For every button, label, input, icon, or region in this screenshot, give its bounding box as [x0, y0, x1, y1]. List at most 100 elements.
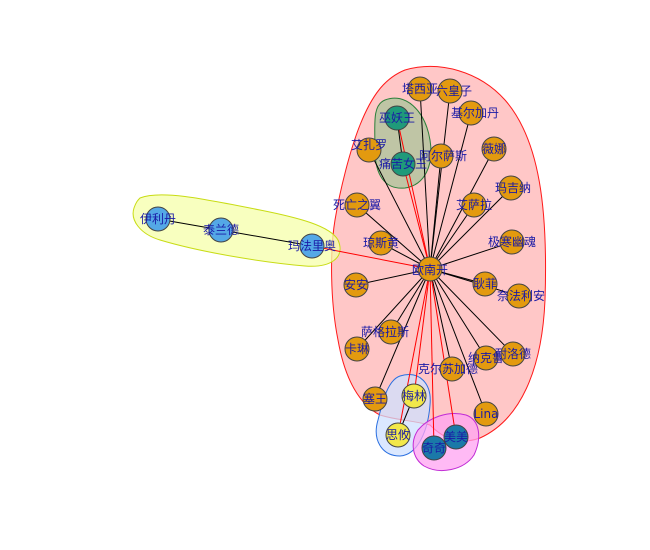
node-circle [473, 401, 499, 427]
edge-hub-n5 [429, 155, 442, 270]
node-label: 痛苦女王 [379, 156, 427, 171]
node-label: 奇奇 [422, 441, 446, 455]
node-circle [473, 345, 499, 371]
node-n8: 死亡之翼 [333, 192, 381, 218]
node-label: 耿菲 [473, 277, 497, 291]
node-label: 纳克鲁 [468, 351, 504, 365]
node-label: 安安 [344, 277, 368, 292]
edge-hub-n6 [429, 148, 495, 270]
node-n17: 克尔苏加德 [418, 356, 478, 382]
node-circle [498, 175, 524, 201]
node-label: 思攸 [386, 427, 410, 442]
node-g1: 巫妖王 [379, 105, 415, 131]
node-label: 美美 [444, 430, 468, 444]
node-y3: 玛法里奥 [288, 233, 336, 259]
node-b2: 思攸 [385, 422, 411, 448]
node-label: 艾萨拉 [456, 197, 492, 212]
node-label: 克尔苏加德 [418, 361, 478, 376]
node-circle [439, 356, 465, 382]
node-circle [500, 341, 526, 367]
node-circle [343, 272, 369, 298]
node-label: 耐洛德 [495, 346, 531, 361]
node-y2: 泰兰德 [203, 217, 239, 243]
node-n3: 基尔加丹 [451, 100, 499, 126]
node-n14: 奈法利安 [497, 283, 545, 309]
node-n5: 阿尔萨斯 [419, 143, 467, 169]
edge-hub-n17 [429, 268, 453, 370]
node-circle [378, 319, 404, 345]
node-n2: 六皇子 [436, 78, 472, 104]
edge-hub-n3 [429, 112, 472, 270]
edge-hub-n1 [419, 88, 431, 270]
node-n6: 薇娜 [481, 136, 507, 162]
node-label: 玛吉纳 [495, 181, 531, 195]
node-label: 萨格拉斯 [361, 324, 409, 339]
node-label: 欧南开 [412, 262, 448, 277]
node-circle [344, 336, 370, 362]
node-n18: 纳克鲁 [468, 345, 504, 371]
node-label: 玛法里奥 [288, 239, 336, 253]
node-circle [443, 424, 469, 450]
node-n12: 安安 [343, 272, 369, 298]
node-n10: 琼斯黄 [363, 230, 399, 256]
node-n9: 艾萨拉 [456, 192, 492, 218]
node-y1: 伊利丹 [140, 206, 176, 232]
node-hub: 欧南开 [412, 256, 448, 282]
node-circle [208, 217, 234, 243]
node-label: 泰兰德 [203, 222, 239, 237]
node-circle [385, 422, 411, 448]
node-circle [461, 192, 487, 218]
node-circle [407, 76, 433, 102]
edge-hub-b2 [397, 268, 431, 436]
edge-hub-n21 [429, 268, 487, 415]
node-circle [344, 192, 370, 218]
node-n16: 卡琳 [344, 336, 370, 362]
edge-hub-n19 [429, 268, 514, 355]
node-n20: 塞王 [362, 386, 388, 412]
node-label: 梅林 [402, 388, 426, 403]
node-label: Lina [474, 407, 499, 421]
node-p1: 奇奇 [421, 435, 447, 461]
node-label: 六皇子 [436, 84, 472, 98]
node-circle [299, 233, 325, 259]
node-label: 卡琳 [345, 342, 369, 356]
node-circle [472, 271, 498, 297]
node-circle [506, 283, 532, 309]
node-label: 塔西亚 [402, 82, 438, 96]
node-circle [356, 137, 382, 163]
node-circle [481, 136, 507, 162]
node-label: 琼斯黄 [363, 235, 399, 250]
node-circle [390, 151, 416, 177]
node-n21: Lina [473, 401, 499, 427]
node-circle [362, 386, 388, 412]
node-n19: 耐洛德 [495, 341, 531, 367]
edge-hub-g2 [402, 163, 431, 270]
node-circle [428, 143, 454, 169]
node-circle [145, 206, 171, 232]
node-label: 奈法利安 [497, 288, 545, 303]
edge-hub-n12 [355, 268, 431, 286]
edge-hub-p2 [429, 268, 457, 438]
edge-hub-n4 [368, 149, 431, 270]
node-label: 伊利丹 [140, 212, 176, 226]
edge-hub-y3 [311, 245, 431, 270]
edge-hub-n11 [429, 241, 513, 270]
node-label: 薇娜 [482, 142, 506, 156]
edge-hub-g1 [396, 117, 431, 270]
edge-hub-p1 [429, 268, 435, 449]
node-p2: 美美 [443, 424, 469, 450]
node-circle [458, 100, 484, 126]
node-label: 极寒幽魂 [488, 234, 536, 249]
edge-hub-n7 [429, 187, 512, 270]
edge-y2-y3 [220, 229, 313, 247]
node-label: 塞王 [363, 391, 387, 406]
node-n1: 塔西亚 [402, 76, 438, 102]
node-circle [368, 230, 394, 256]
node-n4: 艾扎罗 [351, 137, 387, 163]
node-label: 基尔加丹 [451, 105, 499, 120]
node-circle [499, 229, 525, 255]
node-label: 阿尔萨斯 [419, 148, 467, 163]
node-b1: 梅林 [401, 383, 427, 409]
